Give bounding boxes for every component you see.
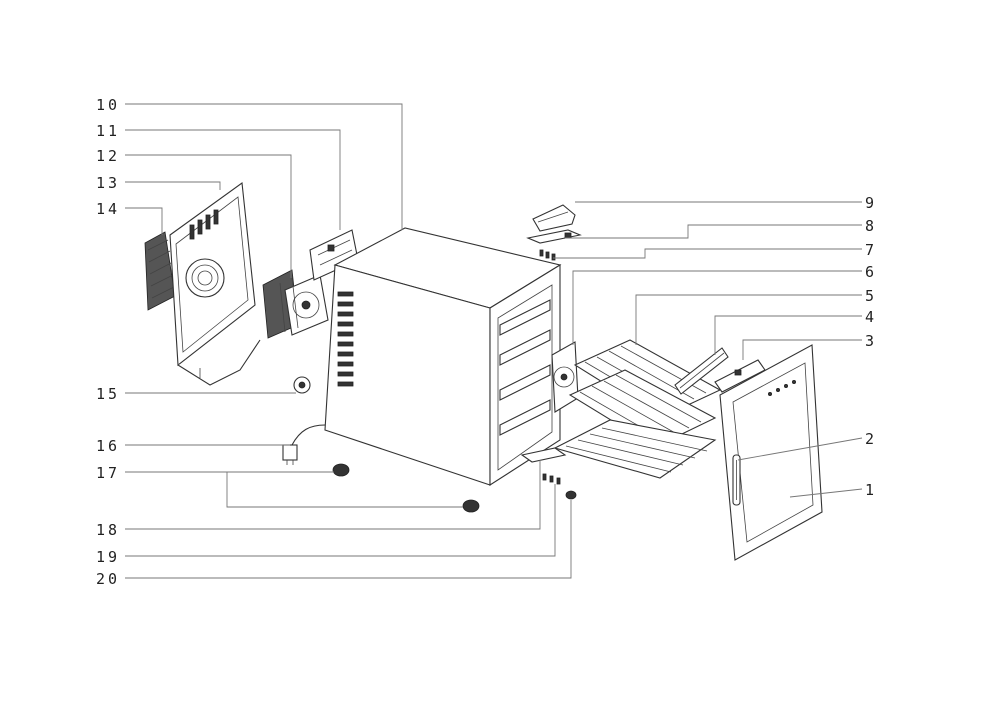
part-1-glass-door [719, 344, 823, 561]
part-16-power-cord [282, 424, 326, 465]
part-10-cabinet [324, 227, 562, 487]
callout-6: 6 [865, 263, 877, 281]
part-17-feet [332, 463, 480, 513]
leader-lines [125, 103, 863, 579]
callout-7: 7 [865, 241, 877, 259]
callout-16: 16 [96, 437, 120, 455]
callout-9: 9 [865, 194, 877, 212]
part-9-lamp-cover [532, 204, 576, 232]
leader-11 [125, 129, 341, 230]
callout-12: 12 [96, 147, 120, 165]
leader-10 [125, 103, 403, 230]
part-19-screws [542, 473, 561, 485]
part-6-interior-fan [551, 341, 579, 413]
leader-14 [125, 207, 163, 235]
leader-17b [226, 472, 463, 508]
callout-17: 17 [96, 464, 120, 482]
part-18-lower-bracket [520, 447, 567, 463]
callout-19: 19 [96, 548, 120, 566]
leader-2 [737, 437, 863, 461]
callout-4: 4 [865, 308, 877, 326]
callout-5: 5 [865, 287, 877, 305]
callout-2: 2 [865, 430, 877, 448]
callout-3: 3 [865, 332, 877, 350]
part-12-cooling-module [262, 269, 329, 339]
leader-12 [125, 154, 292, 278]
leader-6 [572, 270, 862, 345]
leader-19 [125, 484, 556, 557]
part-4-shelf-rail [674, 347, 729, 395]
shelf-bottom [553, 419, 717, 479]
callout-11: 11 [96, 122, 120, 140]
callout-14: 14 [96, 200, 120, 218]
callout-numbers: 1 2 3 4 5 6 7 8 9 10 11 12 13 14 15 16 1… [96, 96, 877, 588]
part-20-foot-cap [565, 490, 577, 500]
part-11-circuit-board [309, 229, 359, 281]
callout-10: 10 [96, 96, 120, 114]
part-7-screws [539, 249, 556, 261]
parts-drawing [144, 181, 823, 561]
callout-1: 1 [865, 481, 877, 499]
leader-18 [125, 460, 541, 530]
callout-15: 15 [96, 385, 120, 403]
leader-20 [125, 500, 572, 579]
leader-3 [742, 339, 862, 360]
callout-20: 20 [96, 570, 120, 588]
part-8-lamp-bracket [526, 229, 582, 244]
callout-13: 13 [96, 174, 120, 192]
part-13-back-panel [169, 181, 261, 386]
part-2-door-handle [732, 454, 741, 506]
leader-8 [565, 224, 862, 239]
callout-18: 18 [96, 521, 120, 539]
shelf-middle [568, 369, 717, 448]
leader-13 [125, 181, 221, 190]
leader-5 [635, 294, 862, 345]
part-15-knob [293, 376, 311, 394]
leader-4 [714, 315, 862, 355]
part-5-shelves [553, 339, 722, 479]
leader-1 [789, 488, 863, 498]
callout-8: 8 [865, 217, 877, 235]
leader-7 [553, 248, 862, 259]
